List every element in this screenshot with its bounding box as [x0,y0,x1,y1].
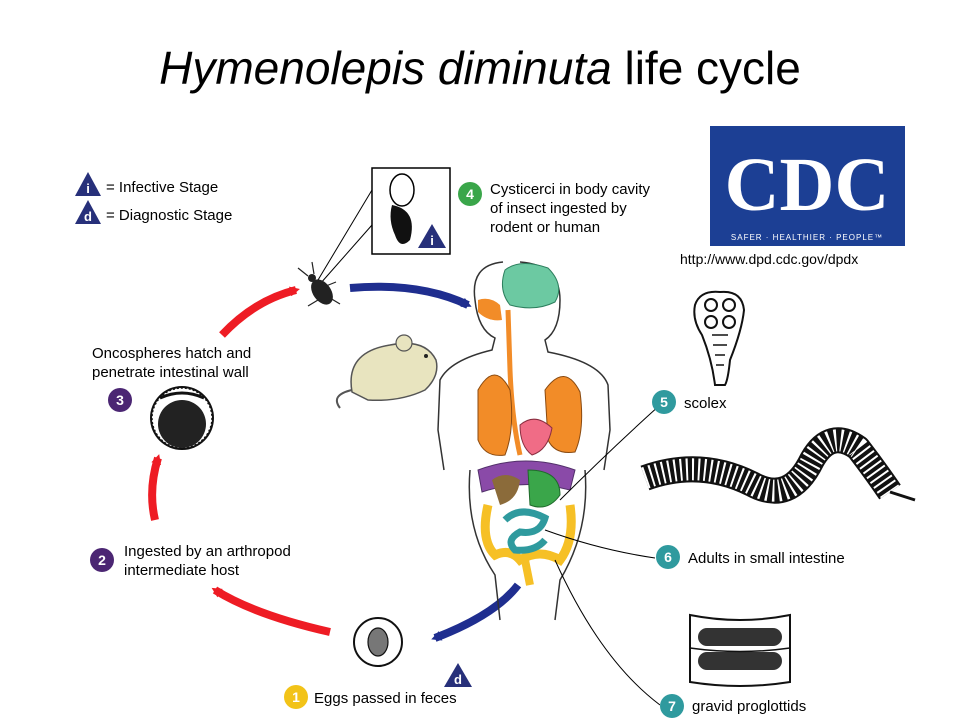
step-2-number: 2 [98,552,106,568]
step-6-number: 6 [664,549,672,565]
heart [519,418,553,456]
body-outline-hip-left [468,469,501,621]
step-5-number: 5 [660,394,668,410]
cdc-logo: CDC SAFER · HEALTHIER · PEOPLE™ [710,126,905,246]
leader-adults [544,529,656,559]
step-3-number: 3 [116,392,124,408]
step-2: 2 Ingested by an arthropod intermediate … [90,543,291,579]
body-outline-left [437,261,504,471]
infective-badge-icon [418,224,446,248]
leader-lines [544,404,661,706]
step-4-text-line-3: rodent or human [490,219,600,236]
step-1: 1 Eggs passed in feces [284,685,457,709]
title-species: Hymenolepis diminuta [159,42,612,94]
cysticercoid-tail [390,205,412,244]
lung-right [544,376,583,453]
step-7-badge [660,694,684,718]
legend-diagnostic: d = Diagnostic Stage [75,200,232,224]
arrow-host-to-eggs [431,582,522,642]
step-4-badge [458,182,482,206]
rectum [521,559,534,586]
lung-left [477,374,513,456]
arrow-insect-to-host [349,282,472,309]
step-6: 6 Adults in small intestine [656,545,845,569]
step-7-number: 7 [668,698,676,714]
step-3-text-line-2: penetrate intestinal wall [92,364,249,381]
legend-diagnostic-symbol: d [84,209,92,224]
brain [501,263,560,309]
page-title: Hymenolepis diminuta life cycle [0,38,960,98]
step-1-number: 1 [292,689,300,705]
step-2-badge [90,548,114,572]
step-6-badge [656,545,680,569]
step-4-number: 4 [466,186,474,202]
legend: i = Infective Stage d = Diagnostic Stage [75,172,232,224]
large-intestine [480,503,576,566]
diagnostic-triangle-icon [75,200,101,224]
step-4-text-line-1: Cysticerci in body cavity [490,181,651,198]
cdc-logo-background [710,126,905,246]
infective-badge-letter: i [430,233,434,248]
mouth [478,298,502,321]
arrow-3-to-4 [219,286,300,338]
legend-infective-label: = Infective Stage [106,179,218,196]
esophagus [505,309,523,456]
cdc-logo-tagline: SAFER · HEALTHIER · PEOPLE™ [731,233,883,242]
step-2-text-line-1: Ingested by an arthropod [124,543,291,560]
adult-worm-illustration [640,427,916,504]
legend-infective-symbol: i [86,181,90,196]
step-6-text: Adults in small intestine [688,550,845,567]
leader-proglottids [554,559,661,706]
step-2-text-line-2: intermediate host [124,562,240,579]
diagnostic-badge-letter: d [454,672,462,687]
beetle-icon [297,261,341,307]
liver [492,475,520,505]
step-5: 5 scolex [652,390,727,414]
step-3-text-line-1: Oncospheres hatch and [92,345,251,362]
cysticercoid-leader-2 [319,224,373,285]
cysticercoid-head [389,173,415,207]
diagnostic-badge-icon [444,663,472,687]
legend-diagnostic-label: = Diagnostic Stage [106,207,232,224]
infective-triangle-icon [75,172,101,196]
cdc-url: http://www.dpd.cdc.gov/dpdx [680,251,858,267]
step-5-text: scolex [684,395,727,412]
legend-infective: i = Infective Stage [75,172,218,196]
human-figure [437,261,611,621]
step-4-text-line-2: of insect ingested by [490,200,627,217]
cdc-logo-text: CDC [725,143,890,227]
arrow-1-to-2 [211,586,331,636]
step-3-badge [108,388,132,412]
stomach [527,469,561,508]
cysticercoid-leader-1 [317,189,373,281]
small-intestine [502,508,550,554]
diaphragm [477,460,576,493]
cysticercoid-inset: i [317,167,451,285]
step-7-text: gravid proglottids [692,698,806,715]
rat-icon [336,334,438,409]
step-4: 4 Cysticerci in body cavity of insect in… [458,181,651,236]
oncosphere-illustration [150,386,214,450]
step-7: 7 gravid proglottids [660,694,806,718]
arrow-2-to-3 [148,454,162,521]
step-3: Oncospheres hatch and penetrate intestin… [92,345,251,412]
scolex-illustration [693,290,746,386]
title-rest: life cycle [611,42,801,94]
cycle-arrows [148,282,522,642]
egg-illustration [353,617,403,667]
body-outline-hip-right [554,469,587,621]
gravid-proglottids-illustration [689,613,791,687]
step-1-text: Eggs passed in feces [314,690,457,707]
step-5-badge [652,390,676,414]
leader-scolex [559,404,661,501]
step-1-badge [284,685,308,709]
diagnostic-badge: d [444,663,472,687]
